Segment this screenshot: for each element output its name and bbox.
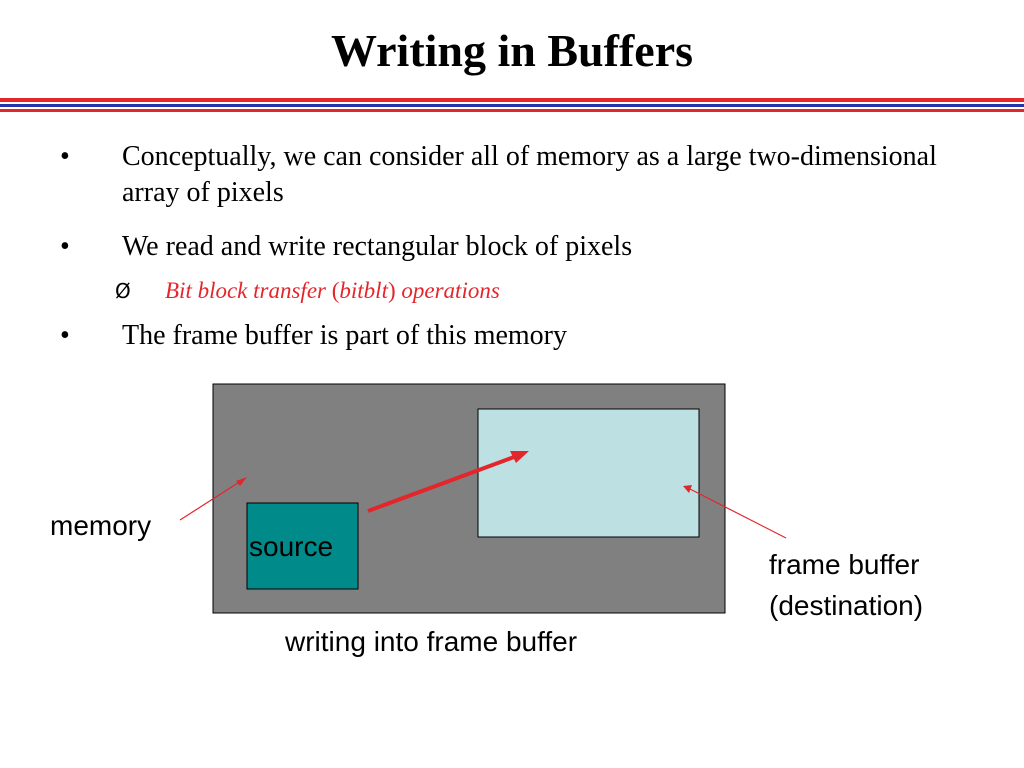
sub-bullet-paren-close: ) [387,278,396,303]
memory-pointer-head [236,477,247,486]
bullet-text: Conceptually, we can consider all of mem… [122,141,937,208]
sub-bullet-text-after: operations [395,278,500,303]
sub-bullet-text-middle: bitblt [339,278,388,303]
frame-buffer-pointer-line [689,488,787,539]
frame-buffer-label-line2: (destination) [769,590,924,621]
header-rule-red-top [0,98,1024,102]
bullet-text: We read and write rectangular block of p… [122,231,633,262]
arrowhead-bullet-icon: Ø [115,279,131,303]
memory-label: memory [50,510,152,541]
slide-title: Writing in Buffers [330,25,694,76]
source-block [246,502,359,590]
sub-bullet-text: Bit block transfer (bitblt) operations [165,276,500,306]
diagram-caption: writing into frame buffer [285,626,578,657]
sub-bullet-paren-open: ( [331,278,340,303]
bullet-marker: • [60,231,70,262]
sub-bullet-text-before: Bit block transfer [165,278,332,303]
header-rule-red-bottom [0,109,1024,112]
bullet-marker: • [60,320,70,351]
frame-buffer-pointer-head [683,485,692,493]
memory-pointer-line [179,480,242,521]
bullet-marker: • [60,141,70,172]
bullet-text: The frame buffer is part of this memory [122,320,568,351]
header-rule-blue [0,104,1024,107]
source-label: source [249,531,334,562]
transfer-arrow-head [510,451,529,463]
frame-buffer-block [477,408,700,538]
transfer-arrow-shaft [367,455,515,513]
frame-buffer-label-line1: frame buffer [769,549,920,580]
